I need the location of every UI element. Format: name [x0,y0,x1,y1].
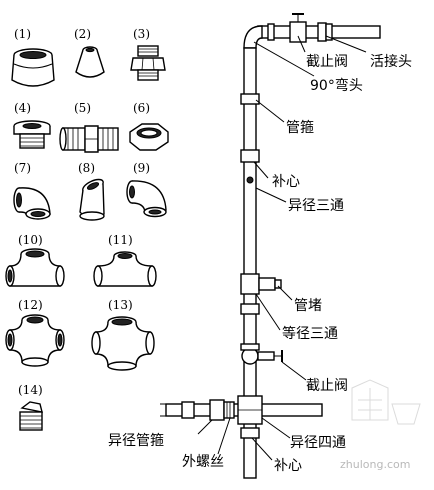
label-stop-valve-top: 截止阀 [306,54,348,70]
fitting-number-6: (6) [133,101,150,115]
watermark: zhulong.com [340,379,421,471]
label-nipple-top: 补心 [272,174,300,190]
fitting-number-5: (5) [74,101,91,115]
watermark-logo-icon [351,379,421,425]
top-valve-body [289,21,307,43]
pipe-assembly [160,13,381,479]
fitting-number-12: (12) [18,298,43,312]
label-stop-valve-bottom: 截止阀 [306,378,348,394]
fitting-1-coupling-icon [11,48,55,87]
label-equal-tee: 等径三通 [282,325,338,342]
fitting-number-8: (8) [78,161,95,175]
label-90-elbow: 90°弯头 [310,77,363,94]
reducing-coupling-fitting [209,399,225,421]
fitting-3-hex-nipple-icon [130,45,166,81]
fitting-number-1: (1) [14,27,31,41]
riser-coupling [240,93,260,105]
label-union: 活接头 [370,53,412,70]
fitting-number-2: (2) [74,27,91,41]
riser-bushing [240,149,260,163]
fitting-10-tee-icon [5,248,65,287]
fitting-8-45-elbow-icon [79,178,105,221]
watermark-text: zhulong.com [340,458,410,471]
fitting-12-cross-icon [5,314,65,367]
fitting-catalogue: (1) (2) (3) (4) (5) (6) (7) (8) (9) (10)… [5,27,169,431]
fitting-2-reducer-icon [75,46,105,78]
label-coupling: 管箍 [286,119,314,136]
fitting-7-elbow-icon [13,187,51,220]
fitting-4-bushing-icon [13,120,51,149]
fitting-number-14: (14) [18,383,43,397]
fitting-number-13: (13) [108,298,133,312]
fitting-number-10: (10) [18,233,43,247]
fitting-number-4: (4) [14,101,31,115]
label-plug: 管堵 [294,298,322,314]
label-external-thread: 外螺丝 [182,454,224,470]
fitting-5-double-nipple-icon [59,125,119,153]
fitting-14-plug-icon [19,401,43,431]
fitting-11-reducing-tee-icon [93,251,157,287]
equal-tee [240,273,260,295]
fitting-number-11: (11) [108,233,133,247]
fitting-number-9: (9) [133,161,150,175]
elbow-90 [243,25,263,49]
component-labels: 截止阀 活接头 90°弯头 管箍 补心 异径三通 管堵 等径三通 截止阀 异径管… [108,53,412,474]
leader-lines [197,35,367,461]
fitting-13-reducing-cross-icon [91,316,155,371]
fitting-9-street-elbow-icon [126,180,167,218]
label-reducing-cross: 异径四通 [290,435,346,451]
fitting-number-3: (3) [133,27,150,41]
label-nipple-bottom: 补心 [274,458,302,474]
union-fitting [317,22,327,42]
label-reducing-coupling: 异径管箍 [108,432,164,449]
pipe-plug [274,279,282,289]
label-reducing-tee: 异径三通 [288,198,344,214]
fitting-number-7: (7) [14,161,31,175]
fitting-6-locknut-icon [129,123,169,151]
